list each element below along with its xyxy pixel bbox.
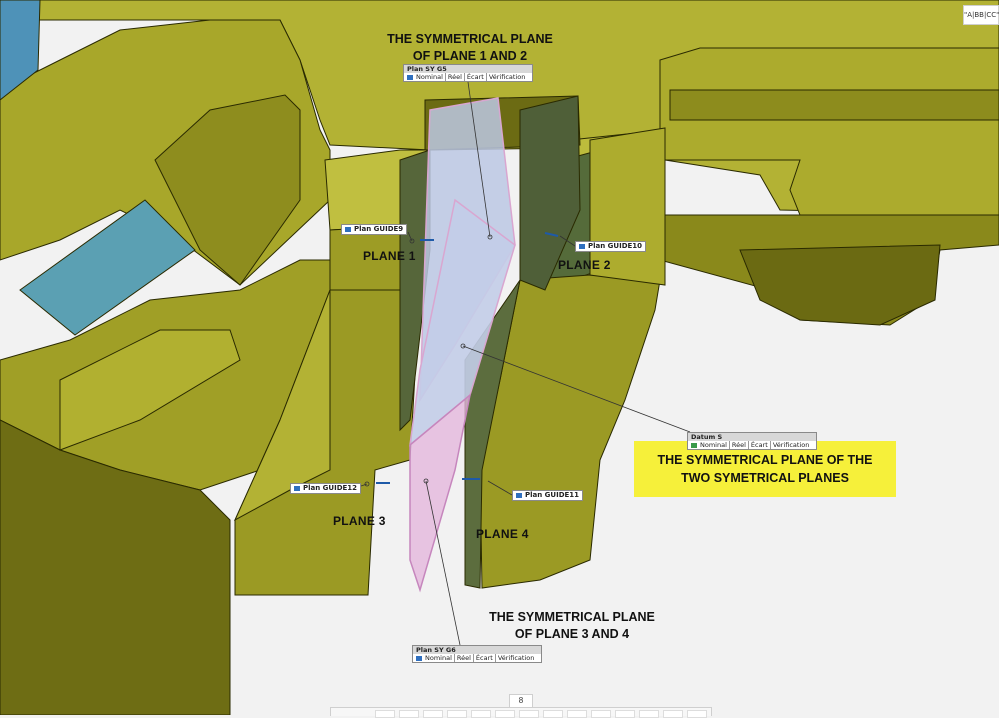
tag-plan-guide12-label: Plan GUIDE12: [303, 484, 358, 492]
tag-plan-guide9-label: Plan GUIDE9: [354, 225, 404, 233]
tab-reel[interactable]: Réel: [447, 73, 465, 81]
plane-normal-arrows: [376, 232, 559, 484]
plane-2-label: PLANE 2: [558, 258, 611, 272]
infobox-datum-s-title: Datum S: [688, 433, 817, 441]
toolbar-button[interactable]: [399, 710, 419, 718]
toolbar-button[interactable]: [495, 710, 515, 718]
tab-ecart[interactable]: Écart: [466, 73, 487, 81]
callout-sym-plane-of-two-planes: THE SYMMETRICAL PLANE OF THE TWO SYMETRI…: [634, 441, 896, 497]
toolbar-button[interactable]: [591, 710, 611, 718]
callout-sym-plane-1-2: THE SYMMETRICAL PLANE OF PLANE 1 AND 2: [375, 31, 565, 65]
tag-plan-guide11-label: Plan GUIDE11: [525, 491, 580, 499]
view-name-tag[interactable]: "A|BB|CC": [963, 5, 999, 25]
plane-feature-icon: [416, 655, 422, 661]
right-ledge-wall: [669, 89, 999, 121]
block-plane3-side: [233, 289, 331, 522]
plane-4-label: PLANE 4: [476, 527, 529, 541]
tab-verification[interactable]: Vérification: [497, 654, 535, 662]
infobox-plan-sy-g5-title: Plan SY G5: [404, 65, 533, 73]
toolbar-button[interactable]: [447, 710, 467, 718]
tab-reel[interactable]: Réel: [456, 654, 474, 662]
tab-reel[interactable]: Réel: [731, 441, 749, 449]
toolbar-button[interactable]: [423, 710, 443, 718]
tab-verification[interactable]: Vérification: [772, 441, 810, 449]
tag-plan-guide11[interactable]: Plan GUIDE11: [512, 490, 584, 501]
symmetry-planes: [409, 97, 516, 593]
tab-nominal[interactable]: Nominal: [700, 441, 730, 449]
right-ledge: [659, 47, 999, 216]
plane-feature-icon: [516, 492, 522, 498]
left-pocket-floor: [19, 199, 196, 336]
plane-feature-icon: [294, 485, 300, 491]
plane-3-label: PLANE 3: [333, 514, 386, 528]
callout-two-planes-line2: TWO SYMETRICAL PLANES: [681, 471, 849, 485]
callout-sym-plane-3-4-line2: OF PLANE 3 AND 4: [514, 627, 630, 641]
plane-1-label: PLANE 1: [363, 249, 416, 263]
toolbar-button[interactable]: [375, 710, 395, 718]
toolbar-button[interactable]: [615, 710, 635, 718]
block-plane2-dark: [519, 95, 581, 291]
toolbar-button[interactable]: [663, 710, 683, 718]
callout-sym-plane-1-2-line1: THE SYMMETRICAL PLANE: [387, 32, 553, 46]
left-base: [0, 419, 231, 715]
toolbar-button[interactable]: [471, 710, 491, 718]
tag-plan-guide10[interactable]: Plan GUIDE10: [575, 241, 647, 252]
callout-two-planes-line1: THE SYMMETRICAL PLANE OF THE: [657, 453, 873, 467]
plane-feature-icon: [407, 74, 413, 80]
left-frame-inner-wall: [154, 94, 301, 286]
tag-plan-guide12[interactable]: Plan GUIDE12: [290, 483, 362, 494]
infobox-plan-sy-g6-title: Plan SY G6: [413, 646, 542, 654]
tab-ecart[interactable]: Écart: [475, 654, 496, 662]
left-step: [59, 329, 241, 451]
leader-lines: [357, 81, 691, 646]
callout-sym-plane-1-2-line2: OF PLANE 1 AND 2: [412, 49, 528, 63]
bottom-toolbar[interactable]: [330, 707, 712, 718]
tab-verification[interactable]: Vérification: [488, 73, 526, 81]
toolbar-button[interactable]: [567, 710, 587, 718]
left-top-window: [0, 0, 41, 101]
tab-ecart[interactable]: Écart: [750, 441, 771, 449]
tab-nominal[interactable]: Nominal: [416, 73, 446, 81]
tag-plan-guide9[interactable]: Plan GUIDE9: [341, 224, 408, 235]
plane-feature-icon: [579, 243, 585, 249]
right-cylinder: [739, 244, 941, 326]
toolbar-button[interactable]: [639, 710, 659, 718]
symmetry-plane-g6[interactable]: [409, 393, 472, 593]
toolbar-button[interactable]: [687, 710, 707, 718]
plane-feature-icon: [345, 226, 351, 232]
toolbar-button[interactable]: [519, 710, 539, 718]
callout-sym-plane-3-4-line1: THE SYMMETRICAL PLANE: [489, 610, 655, 624]
datum-feature-icon: [691, 442, 697, 448]
block-plane1-dark: [399, 149, 431, 432]
tab-nominal[interactable]: Nominal: [425, 654, 455, 662]
callout-sym-plane-3-4: THE SYMMETRICAL PLANE OF PLANE 3 AND 4: [477, 609, 667, 643]
toolbar-button[interactable]: [543, 710, 563, 718]
tag-plan-guide10-label: Plan GUIDE10: [588, 242, 643, 250]
